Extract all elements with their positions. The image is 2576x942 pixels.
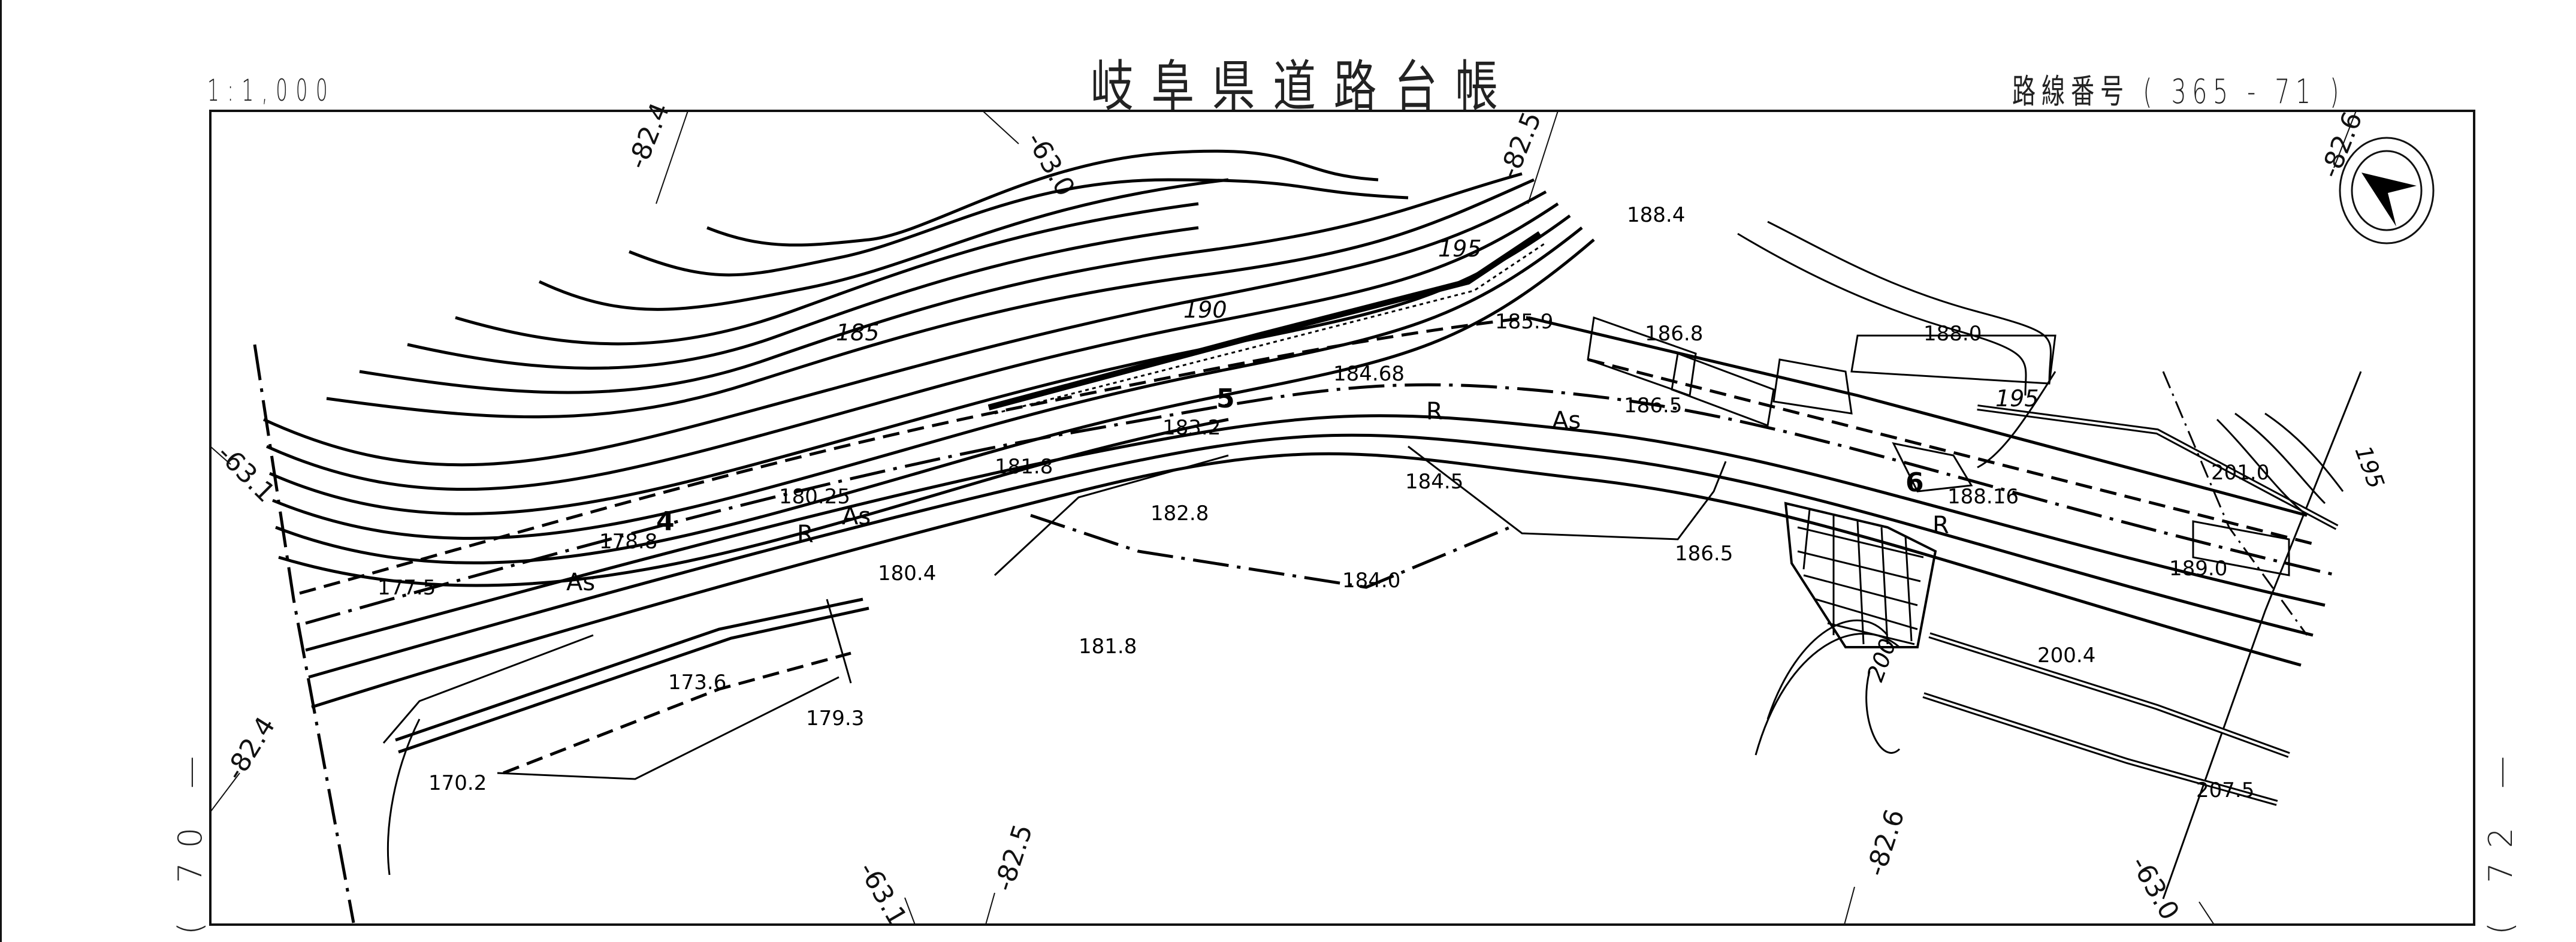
grid-line [210,446,231,465]
buildings [1587,316,2056,427]
road-surface-label: As [566,569,595,596]
spot-elevation: 180.25 [779,485,850,509]
spot-elevation: 181.8 [1079,635,1137,659]
grid-label-top: -82.5 [1494,107,1548,182]
route-separator: - [2247,73,2262,111]
spot-elevations: 177.5 178.8 180.25 180.4 181.8 181.8 182… [378,203,2269,802]
grid-label-top: -82.6 [2315,107,2369,182]
route-label: 路線番号 [2012,73,2130,111]
drainage-line [993,454,1229,576]
spot-elevation: 207.5 [2196,778,2254,802]
north-arrow-icon [2339,137,2435,244]
survey-boundary [2162,371,2362,899]
grid-line [2198,901,2215,925]
spot-elevation: 181.8 [995,455,1053,479]
spot-elevation: 200.4 [2037,644,2095,668]
station-number: 6 [1905,467,1924,498]
spot-elevation: 188.0 [1923,322,1982,346]
grid-line [985,892,995,925]
spot-elevation: 170.2 [428,771,487,795]
map-frame [209,110,2475,926]
spot-elevation: 184.5 [1405,470,1463,494]
curb-label: R [1426,398,1443,425]
contour-label: 190 [1183,297,1227,323]
contours-north-east [1737,221,2344,636]
spot-elevation: 185.9 [1495,310,1553,334]
retaining-wall [987,231,1542,410]
road-carriageway [299,316,2338,709]
grid-line [1527,110,1559,204]
page-left-edge [0,0,2,942]
route-close-paren: ) [2330,73,2345,111]
contour-labels: 185 190 195 195 195 200 [836,236,2390,685]
road-surface-label: As [842,503,871,530]
spot-elevation: 177.5 [378,576,436,600]
route-number-label: 路線番号 ( 365 - 71 ) [2012,65,2345,113]
sheet-number: 71 [2275,73,2317,111]
channel-outline [1408,445,1727,541]
grid-label-bottom: -63.1 [852,857,913,931]
spot-elevation: 184.68 [1333,362,1405,386]
spot-elevation: 186.5 [1624,394,1682,418]
contour-label: 195 [2350,442,2390,492]
slope-south-east [1754,404,2339,806]
grid-line [210,772,240,813]
slope-south-west [382,597,869,875]
road-surface-label: As [1552,407,1581,434]
spot-elevation: 188.4 [1627,203,1685,227]
grid-line [1844,886,1855,925]
spot-elevation: 186.8 [1645,322,1703,346]
contour-label: 195 [1438,236,1482,262]
map-scale: 1:1,000 [207,73,336,108]
grid-line [2333,110,2357,168]
retaining-wall-edge [994,241,1547,415]
route-number: 365 [2171,73,2234,111]
spot-elevation: 180.4 [878,561,936,585]
map-title: 岐阜県道路台帳 [1091,55,1516,119]
contour-label: 195 [1995,385,2039,412]
spot-elevation: 186.5 [1675,542,1733,566]
contour-label: 185 [836,319,880,346]
spot-elevation: 188.16 [1947,485,2019,509]
spot-elevation: 184.0 [1342,569,1400,593]
boundary-chain [1030,514,1511,589]
grid-label-bottom: -82.6 [1861,805,1911,880]
survey-boundary [253,344,355,923]
spot-elevation: 189.0 [2169,557,2227,581]
grid-line [982,110,1019,144]
grid-line [656,110,688,204]
grid-label-left: -82.4 [219,711,282,786]
station-number: 5 [1216,384,1235,414]
grid-line [904,897,916,925]
curb-label: R [797,521,814,548]
route-open-paren: ( [2143,73,2158,111]
spot-elevation: 183.2 [1162,416,1221,440]
grid-label-bottom: -82.5 [989,820,1039,895]
curb-label: R [1932,512,1949,539]
grid-label-top: -63.0 [1020,127,1080,201]
spot-elevation: 178.8 [599,530,657,554]
spot-elevation: 201.0 [2211,461,2269,485]
spot-elevation: 179.3 [806,707,864,730]
station-number: 4 [656,506,675,537]
spot-elevation: 173.6 [668,671,726,695]
contour-label: 200 [1862,635,1901,685]
spot-elevation: 182.8 [1150,502,1209,526]
